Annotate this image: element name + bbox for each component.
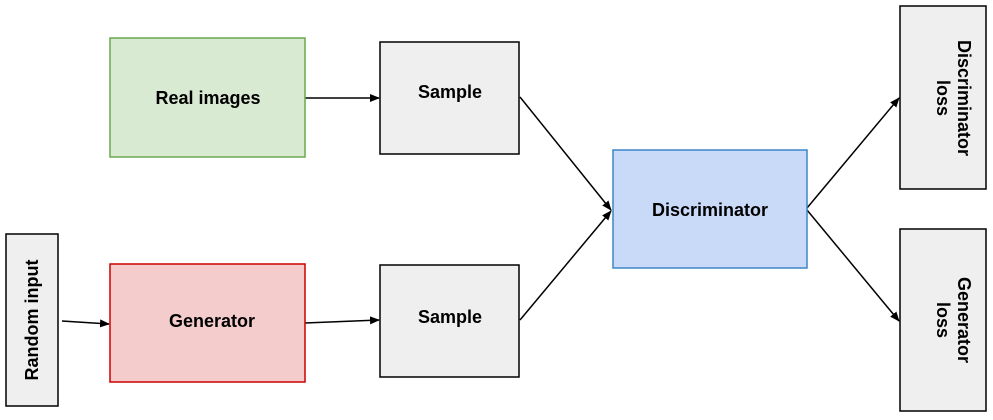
edge-discriminator-to-generator-loss: [806, 209, 900, 322]
edge-generator-to-sample: [304, 316, 380, 325]
real-images-box: [110, 38, 305, 157]
sample-bottom-node: Sample: [379, 264, 520, 378]
discriminator-loss-box: [900, 6, 986, 189]
sample-top-box: [380, 42, 519, 154]
discriminator-loss-label-line1: Discriminator: [954, 40, 974, 156]
edge-sample-top-to-discriminator: [519, 96, 612, 211]
discriminator-border: [612, 149, 808, 269]
random-input-box: [6, 234, 58, 406]
sample-top-border: [379, 41, 520, 155]
sample-top-label: Sample: [418, 82, 482, 102]
discriminator-loss-label-line2: loss: [933, 80, 953, 116]
generator-loss-label-line2: loss: [933, 302, 953, 338]
random-input-node: Random input: [5, 233, 59, 407]
edges: [61, 94, 900, 328]
discriminator-box: [613, 150, 807, 268]
edge-discriminator-to-discriminator-loss: [806, 97, 900, 209]
generator-loss-node: Generator loss: [899, 228, 987, 412]
real-images-border: [109, 37, 306, 158]
generator-node: Generator: [109, 263, 306, 383]
generator-loss-border: [899, 228, 987, 412]
discriminator-node: Discriminator: [612, 149, 808, 269]
sample-top-node: Sample: [379, 41, 520, 155]
random-input-border: [5, 233, 59, 407]
discriminator-loss-border: [899, 5, 987, 190]
edge-random-input-to-generator: [61, 319, 110, 328]
generator-loss-label-line1: Generator: [954, 277, 974, 363]
discriminator-loss-node: Discriminator loss: [899, 5, 987, 190]
discriminator-label: Discriminator: [652, 200, 768, 220]
generator-loss-box: [900, 229, 986, 411]
sample-bottom-box: [380, 265, 519, 377]
sample-bottom-label: Sample: [418, 307, 482, 327]
real-images-label: Real images: [155, 88, 260, 108]
real-images-node: Real images: [109, 37, 306, 158]
random-input-label: Random input: [22, 260, 42, 381]
generator-box: [110, 264, 305, 382]
edge-sample-bottom-to-discriminator: [519, 210, 612, 321]
sample-bottom-border: [379, 264, 520, 378]
generator-label: Generator: [169, 311, 255, 331]
generator-border: [109, 263, 306, 383]
